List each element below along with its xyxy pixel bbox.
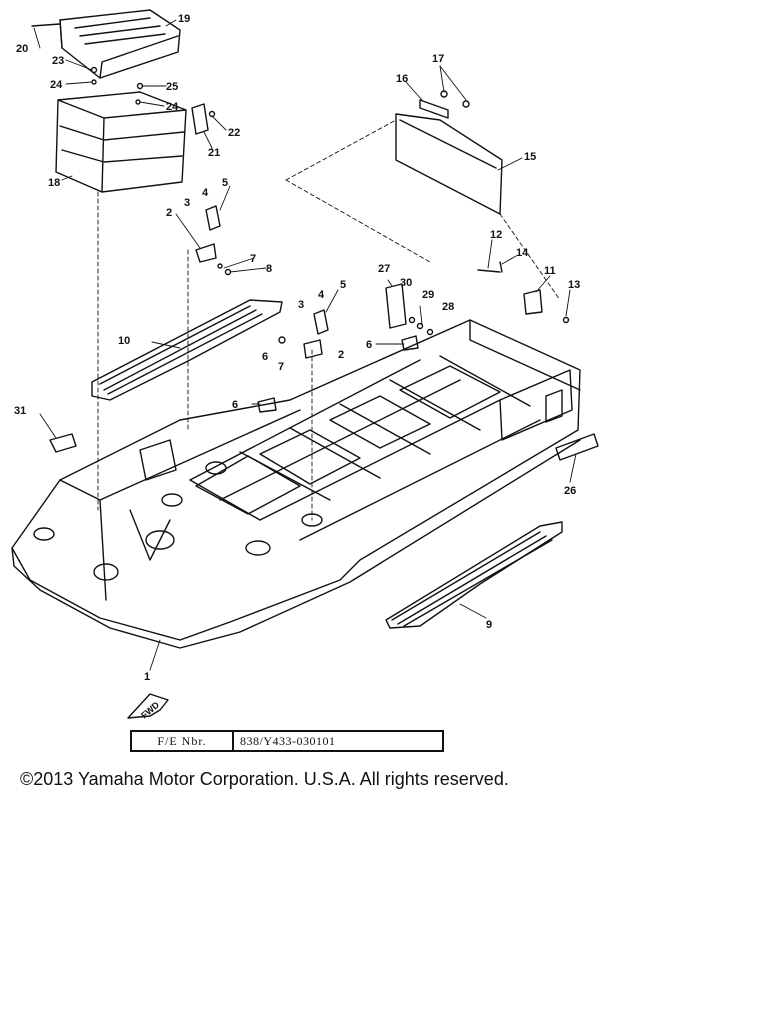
callout: 1 bbox=[144, 671, 150, 683]
callout: 18 bbox=[48, 177, 60, 189]
callout: 13 bbox=[568, 279, 580, 291]
frame-number-label: F/E Nbr. bbox=[132, 732, 234, 750]
frame-number-value: 838/Y433-030101 bbox=[240, 733, 336, 748]
callout: 6 bbox=[366, 339, 372, 351]
callout: 21 bbox=[208, 147, 220, 159]
callout: 25 bbox=[166, 81, 178, 93]
part-28-bolt bbox=[426, 328, 434, 336]
copyright-notice: ©2013 Yamaha Motor Corporation. U.S.A. A… bbox=[20, 769, 509, 789]
part-3-hinge-2 bbox=[313, 309, 329, 335]
part-24-washer bbox=[91, 79, 97, 85]
callout: 14 bbox=[516, 247, 529, 259]
frame-number-box: F/E Nbr. 838/Y433-030101 bbox=[130, 730, 444, 752]
callout: 5 bbox=[340, 279, 346, 291]
callout: 16 bbox=[396, 73, 408, 85]
part-6-clip-2 bbox=[401, 335, 419, 351]
callout: 28 bbox=[442, 301, 454, 313]
callout: 9 bbox=[486, 619, 492, 631]
part-27-plate bbox=[385, 283, 407, 329]
callout: 23 bbox=[52, 55, 64, 67]
part-13-bolt bbox=[562, 316, 570, 324]
callout: 2 bbox=[166, 207, 172, 219]
part-11-bracket bbox=[523, 289, 543, 315]
part-30-nut bbox=[408, 316, 416, 324]
part-19-seat-cushion bbox=[59, 9, 181, 79]
callout: 24 bbox=[50, 79, 63, 91]
guide-lines bbox=[97, 119, 561, 521]
part-17-nut bbox=[462, 100, 470, 108]
callout: 11 bbox=[544, 265, 556, 277]
callout: 4 bbox=[318, 289, 325, 301]
part-10-footrest-left bbox=[91, 299, 283, 401]
callout: 26 bbox=[564, 485, 576, 497]
callout-labels: 20 19 23 24 25 24 22 21 18 17 16 15 2 3 … bbox=[14, 13, 580, 721]
callout: 24 bbox=[166, 101, 179, 113]
part-2-bracket bbox=[195, 243, 217, 263]
part-9-footrest-right bbox=[385, 521, 563, 629]
callout: 22 bbox=[228, 127, 240, 139]
part-26-reflector bbox=[555, 433, 599, 461]
callout: 20 bbox=[16, 43, 28, 55]
part-12-rod bbox=[477, 269, 501, 273]
callout: 2 bbox=[338, 349, 344, 361]
exploded-parts-diagram: 20 19 23 24 25 24 22 21 18 17 16 15 2 3 … bbox=[11, 9, 599, 721]
callout: 3 bbox=[184, 197, 190, 209]
callout: 19 bbox=[178, 13, 190, 25]
callout: 17 bbox=[432, 53, 444, 65]
callout: 30 bbox=[400, 277, 412, 289]
callout: 5 bbox=[222, 177, 228, 189]
callout: 27 bbox=[378, 263, 390, 275]
part-3-hinge bbox=[205, 205, 221, 231]
part-7-washer bbox=[217, 263, 223, 269]
fwd-arrow bbox=[127, 693, 169, 719]
part-24-washer-2 bbox=[135, 99, 141, 105]
part-29-washer bbox=[416, 322, 424, 330]
callout: 29 bbox=[422, 289, 434, 301]
callout: 6 bbox=[232, 399, 238, 411]
part-6-nut bbox=[278, 336, 286, 344]
callout: 31 bbox=[14, 405, 26, 417]
part-2-bracket-2 bbox=[303, 339, 323, 359]
part-16-bracket bbox=[419, 99, 449, 119]
part-6-clip bbox=[257, 397, 277, 413]
part-21-latch bbox=[191, 103, 209, 135]
callout: 7 bbox=[250, 253, 256, 265]
part-31-clip bbox=[49, 433, 77, 453]
leader-lines bbox=[33, 19, 577, 671]
callout: 7 bbox=[278, 361, 284, 373]
callout: 3 bbox=[298, 299, 304, 311]
callout: 12 bbox=[490, 229, 502, 241]
callout: 8 bbox=[266, 263, 272, 275]
part-20-pin bbox=[31, 23, 61, 27]
callout: 15 bbox=[524, 151, 536, 163]
part-15-panel bbox=[395, 113, 503, 215]
part-14-pin bbox=[499, 261, 503, 273]
part-1-chassis bbox=[11, 319, 581, 649]
part-18-storage-box bbox=[55, 91, 187, 193]
callout: 6 bbox=[262, 351, 268, 363]
callout: 10 bbox=[118, 335, 130, 347]
callout: 4 bbox=[202, 187, 209, 199]
